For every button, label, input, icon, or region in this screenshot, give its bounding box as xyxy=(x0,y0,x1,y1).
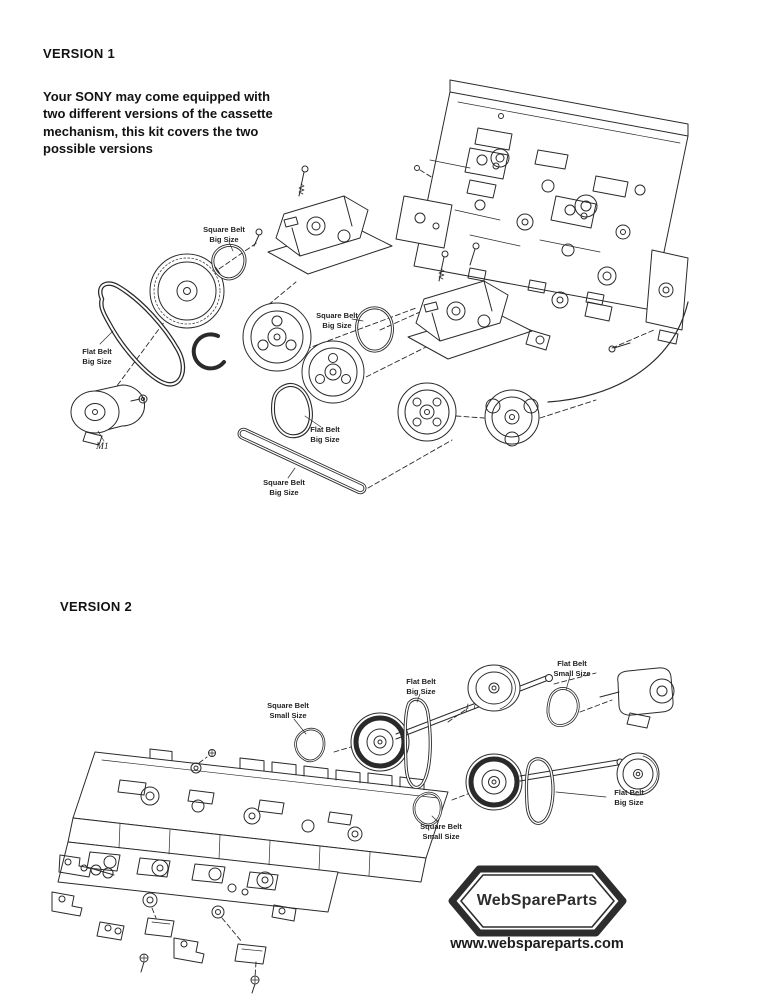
v2-disc-pulley-1 xyxy=(467,664,521,712)
v1-chassis-plate xyxy=(395,79,689,403)
v2-flywheel-1 xyxy=(350,712,410,772)
v1-label-square-belt-mid: Square Belt Big Size xyxy=(316,311,358,330)
version2-heading: VERSION 2 xyxy=(60,599,133,614)
v1-motor-m1 xyxy=(70,384,148,446)
v2-motor xyxy=(599,667,675,729)
v2-belts xyxy=(294,687,580,827)
v2-label-flat-belt-big-1: Flat Belt Big Size xyxy=(406,677,436,696)
v1-mechanism-block-1 xyxy=(267,165,393,275)
v1-label-flat-belt-mid: Flat Belt Big Size xyxy=(310,425,340,444)
v1-pulleys xyxy=(149,253,540,447)
v1-label-square-belt-long: Square Belt Big Size xyxy=(263,478,305,497)
v1-flywheel-1 xyxy=(149,253,225,329)
webspareparts-logo-hexagon xyxy=(448,865,627,937)
v1-label-flat-belt-left: Flat Belt Big Size xyxy=(82,347,112,366)
v2-label-leaders xyxy=(293,675,607,823)
v1-motor-m1-label: M1 xyxy=(96,442,109,452)
v1-c-bracket xyxy=(191,332,226,371)
website-url: www.webspareparts.com xyxy=(450,936,624,952)
v2-label-flat-belt-small: Flat Belt Small Size xyxy=(553,659,591,678)
v2-pulley-train xyxy=(350,664,675,811)
v2-disc-pulley-2 xyxy=(616,752,660,796)
v1-belts xyxy=(98,244,394,495)
v1-label-square-belt-top: Square Belt Big Size xyxy=(203,225,245,244)
v2-label-square-belt-small-1: Square Belt Small Size xyxy=(267,701,309,720)
v1-mechanism-block-2 xyxy=(407,242,551,360)
v2-label-flat-belt-big-2: Flat Belt Big Size xyxy=(614,788,644,807)
version1-diagram xyxy=(70,79,689,495)
v1-pulley-3 xyxy=(301,340,365,404)
v1-label-leaders xyxy=(97,241,364,479)
version1-heading: VERSION 1 xyxy=(43,46,116,61)
v2-capstan-axle-1 xyxy=(395,675,547,740)
v2-label-square-belt-small-2: Square Belt Small Size xyxy=(420,822,462,841)
v2-flywheel-2 xyxy=(465,753,523,811)
v1-pulley-2 xyxy=(242,302,312,372)
version1-intro-text: Your SONY may come equipped with two dif… xyxy=(43,89,273,157)
v2-capstan-axle-2 xyxy=(519,759,619,782)
v1-pulley-4 xyxy=(397,382,457,442)
logo-wordmark: WebSpareParts xyxy=(476,892,598,909)
v2-chassis-plate xyxy=(57,748,449,913)
v2-small-parts xyxy=(51,854,297,994)
version2-diagram xyxy=(51,664,675,994)
v1-clutch-reel xyxy=(484,389,540,447)
v1-screws xyxy=(253,228,631,353)
